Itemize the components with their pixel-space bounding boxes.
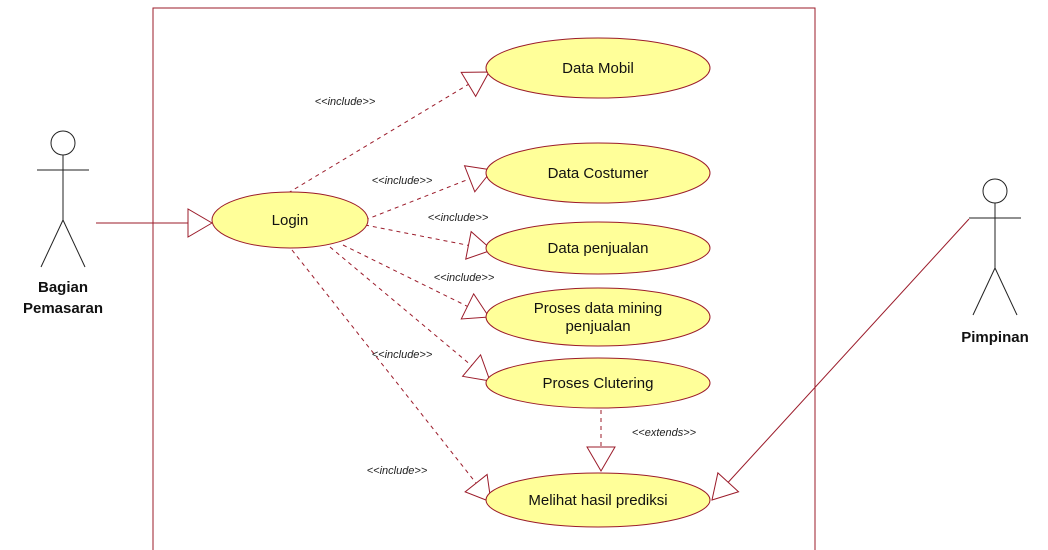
actor-left-leg (40, 219, 64, 268)
use-case-label: penjualan (565, 318, 630, 335)
include-stereotype-label: <<include>> (315, 96, 376, 108)
use-case-ellipse (485, 472, 711, 528)
use-case-label: Login (272, 212, 309, 229)
include-stereotype-label: <<include>> (367, 465, 428, 477)
include-stereotype-label: <<include>> (372, 349, 433, 361)
use-case-ellipse (485, 221, 711, 275)
include-arrowhead-data_costumer (463, 165, 493, 193)
actor-label: Bagian (38, 279, 88, 296)
use-case-data-penjualan[interactable]: Data penjualan (485, 221, 711, 275)
include-arrowhead-data_penjualan (465, 230, 493, 260)
use-case-label: Proses Clutering (543, 375, 654, 392)
use-case-ellipse (485, 357, 711, 409)
include-line-login-to-data_mobil (287, 71, 490, 194)
association-arrowhead-melihat_hasil (711, 471, 740, 501)
use-case-ellipse (485, 142, 711, 204)
use-case-ellipse (485, 287, 711, 347)
actor-label: Pemasaran (23, 300, 103, 317)
use-case-label: Data penjualan (548, 240, 649, 257)
actor-right-leg (62, 219, 86, 268)
use-case-label: Melihat hasil prediksi (528, 492, 667, 509)
actor-head-icon (50, 130, 76, 156)
include-arrowhead-data_mobil (460, 71, 490, 98)
include-stereotype-label: <<include>> (428, 212, 489, 224)
use-case-proses-clutering[interactable]: Proses Clutering (485, 357, 711, 409)
use-case-ellipse (485, 37, 711, 99)
include-line-login-to-melihat_hasil (291, 249, 492, 503)
use-case-data-costumer[interactable]: Data Costumer (485, 142, 711, 204)
system-boundary (152, 7, 816, 550)
actor-label: Pimpinan (961, 329, 1029, 346)
actor-head-icon (982, 178, 1008, 204)
include-stereotype-label: <<include>> (372, 175, 433, 187)
actor-pimpinan[interactable]: Pimpinan (961, 178, 1029, 346)
include-line-login-to-proses_mining (342, 244, 490, 318)
use-case-label: Proses data mining (534, 300, 662, 317)
association-line-pimpinan-to-melihat_hasil (711, 218, 970, 501)
use-case-label: Data Costumer (548, 165, 649, 182)
include-arrowhead-proses_mining (460, 292, 490, 320)
use-case-data-mobil[interactable]: Data Mobil (485, 37, 711, 99)
use-case-ellipse (211, 191, 369, 249)
actor-right-leg (994, 267, 1018, 316)
include-line-login-to-proses_clutering (329, 246, 491, 382)
use-case-login[interactable]: Login (211, 191, 369, 249)
association-arrowhead-login (187, 208, 213, 238)
extend-stereotype-label: <<extends>> (632, 427, 697, 439)
include-arrowhead-melihat_hasil (464, 473, 492, 503)
use-case-melihat-hasil[interactable]: Melihat hasil prediksi (485, 472, 711, 528)
use-case-label: Data Mobil (562, 60, 634, 77)
actor-left-leg (972, 267, 996, 316)
include-stereotype-label: <<include>> (434, 272, 495, 284)
include-arrowhead-proses_clutering (461, 353, 491, 382)
extend-arrowhead-melihat_hasil (586, 446, 616, 472)
